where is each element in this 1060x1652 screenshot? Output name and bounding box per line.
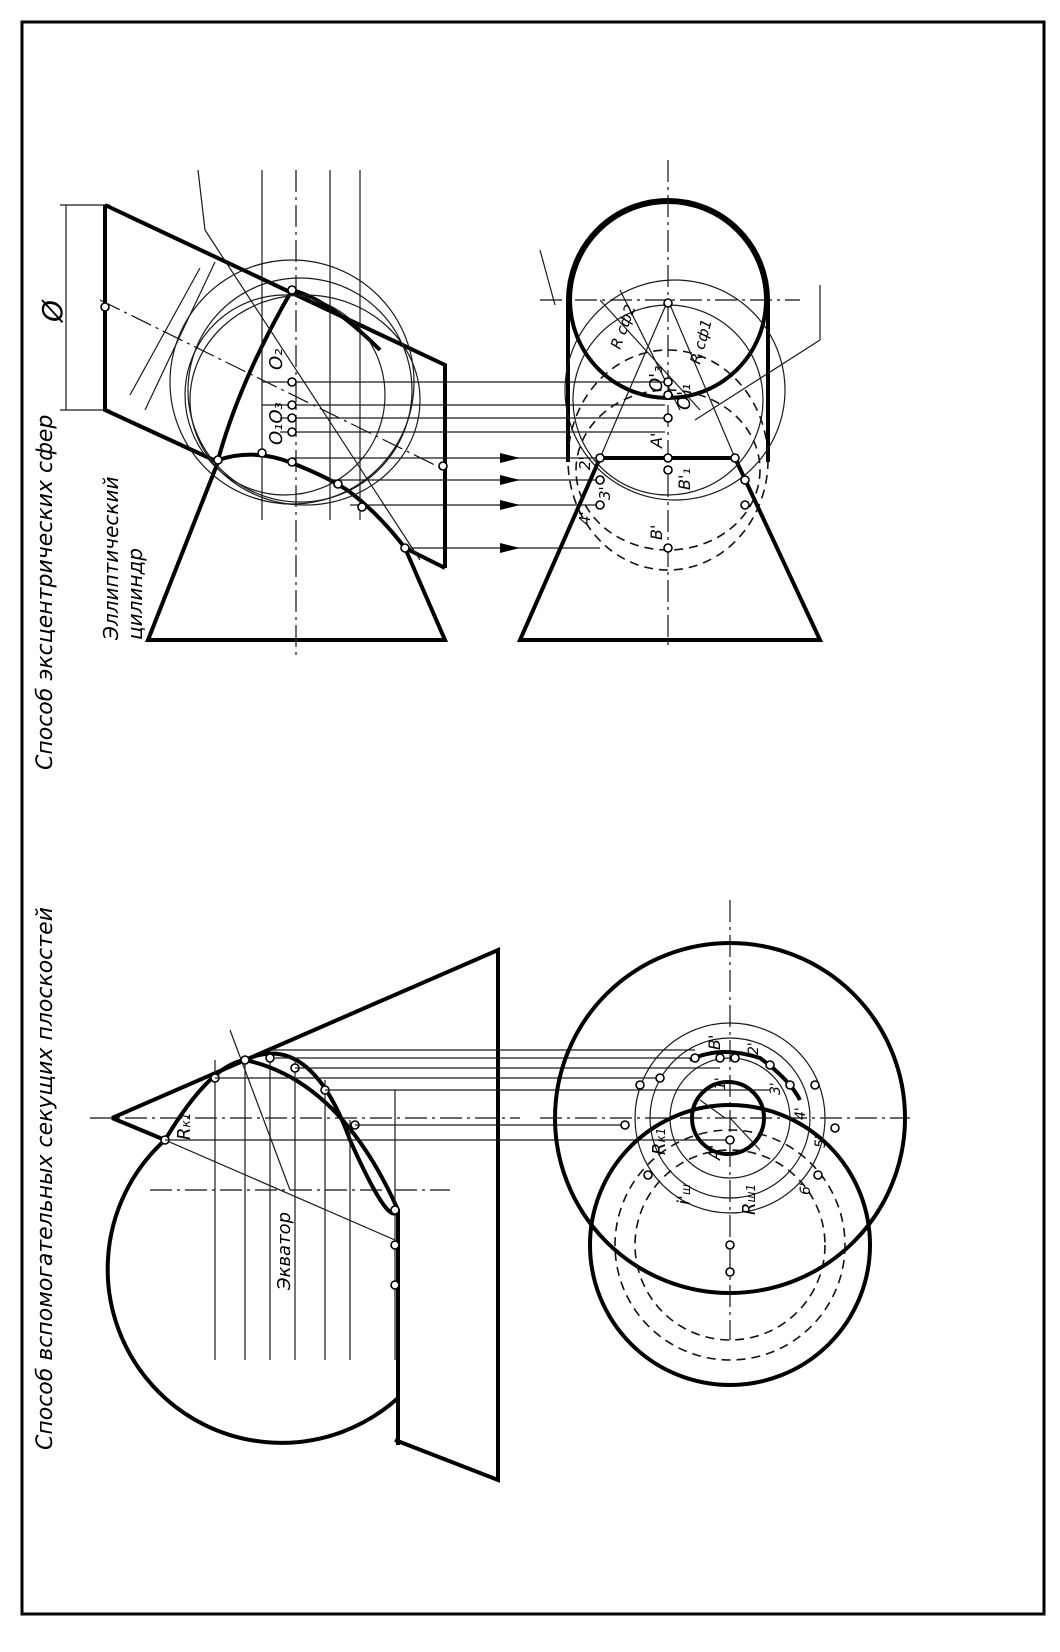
- top-intersection-curve: [217, 452, 407, 550]
- right-panel-subtitle-1: Эллиптический: [99, 477, 123, 641]
- label-r-sph1: R сф1: [686, 317, 715, 366]
- label-3-left: 3': [768, 1082, 784, 1095]
- label-5-left: 5': [813, 1135, 829, 1148]
- label-a-prime-right: A': [647, 433, 666, 449]
- label-3-right: 3': [596, 486, 614, 500]
- label-2-right: 2': [576, 456, 594, 470]
- label-6-left: 6': [798, 1182, 814, 1195]
- label-b1-prime: B'₁: [675, 468, 694, 490]
- label-rk1-top: Rк1: [174, 1113, 195, 1140]
- label-2-left: 2': [746, 1042, 762, 1055]
- label-o1-prime: O'₁: [674, 384, 695, 410]
- top-cylinder-outline: [103, 203, 447, 568]
- projection-lines: [262, 381, 665, 553]
- label-b-prime-right: B': [647, 525, 666, 540]
- auxiliary-planes-panel: Способ вспомогательных секущих плоскосте…: [33, 900, 910, 1483]
- frame-border: [20, 20, 1046, 1616]
- label-o3-prime: O'₃: [646, 366, 667, 392]
- label-rw1: Rш1: [739, 1184, 760, 1215]
- eccentric-spheres-panel: Способ эксцентрических сфер Эллиптически…: [33, 160, 824, 770]
- label-b-prime-left: B': [705, 1035, 724, 1050]
- left-sphere-outline: [105, 1058, 400, 1445]
- left-panel-title: Способ вспомогательных секущих плоскосте…: [33, 907, 58, 1450]
- left-cone-triangle: [111, 946, 500, 1483]
- label-r-sph2: R сф2: [607, 302, 640, 351]
- label-o1o3: O₁O₃: [266, 402, 287, 445]
- equator-label: Экватор: [274, 1212, 295, 1291]
- label-iw: i'ш: [674, 1184, 695, 1205]
- label-1-left: 1': [713, 1077, 729, 1090]
- label-a-prime-left: A': [705, 1145, 724, 1161]
- label-rk1-bottom: Rк1: [649, 1128, 670, 1155]
- label-o2: O₂: [266, 349, 287, 370]
- right-panel-subtitle-2: цилиндр: [123, 548, 147, 640]
- label-4-left: 4': [793, 1107, 809, 1120]
- bottom-cone-outline: [516, 457, 824, 642]
- label-4-right: 4': [576, 511, 594, 525]
- right-panel-title: Способ эксцентрических сфер: [33, 415, 58, 770]
- diameter-symbol: Ø: [36, 299, 69, 323]
